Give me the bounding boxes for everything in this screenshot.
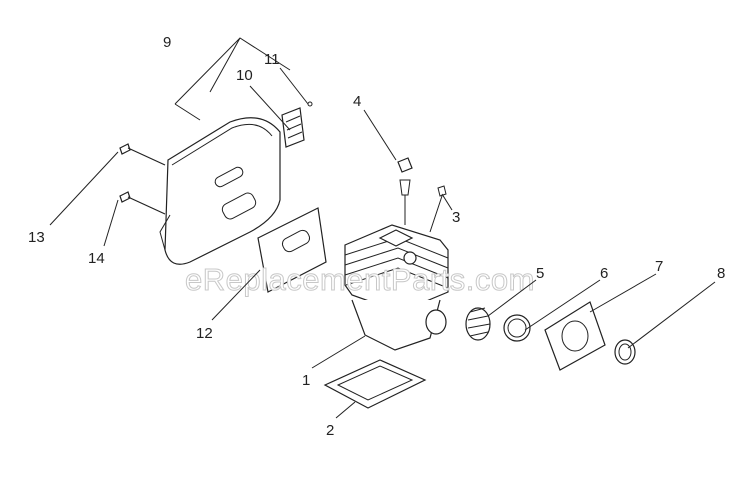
cylinder-gasket <box>323 359 427 409</box>
muffler-part <box>159 117 281 265</box>
callout-2: 2 <box>326 422 334 439</box>
callout-9: 9 <box>163 34 171 51</box>
intake-parts <box>465 301 636 371</box>
callout-1: 1 <box>302 372 310 389</box>
callout-11: 11 <box>264 51 280 68</box>
callout-7: 7 <box>655 258 663 275</box>
leader-lines <box>49 37 716 419</box>
cylinder-part <box>344 157 449 351</box>
watermark: eReplacementParts.com <box>185 262 535 297</box>
spark-arrestor-screen <box>281 101 313 148</box>
callout-10: 10 <box>236 67 253 84</box>
callout-3: 3 <box>452 209 460 226</box>
callout-12: 12 <box>196 325 213 342</box>
callout-8: 8 <box>717 265 725 282</box>
muffler-bolts <box>119 143 166 215</box>
muffler-gasket <box>257 207 327 293</box>
callout-14: 14 <box>88 250 105 267</box>
callout-6: 6 <box>600 265 608 282</box>
callout-13: 13 <box>28 229 45 246</box>
callout-5: 5 <box>536 265 544 282</box>
callout-4: 4 <box>353 93 361 110</box>
